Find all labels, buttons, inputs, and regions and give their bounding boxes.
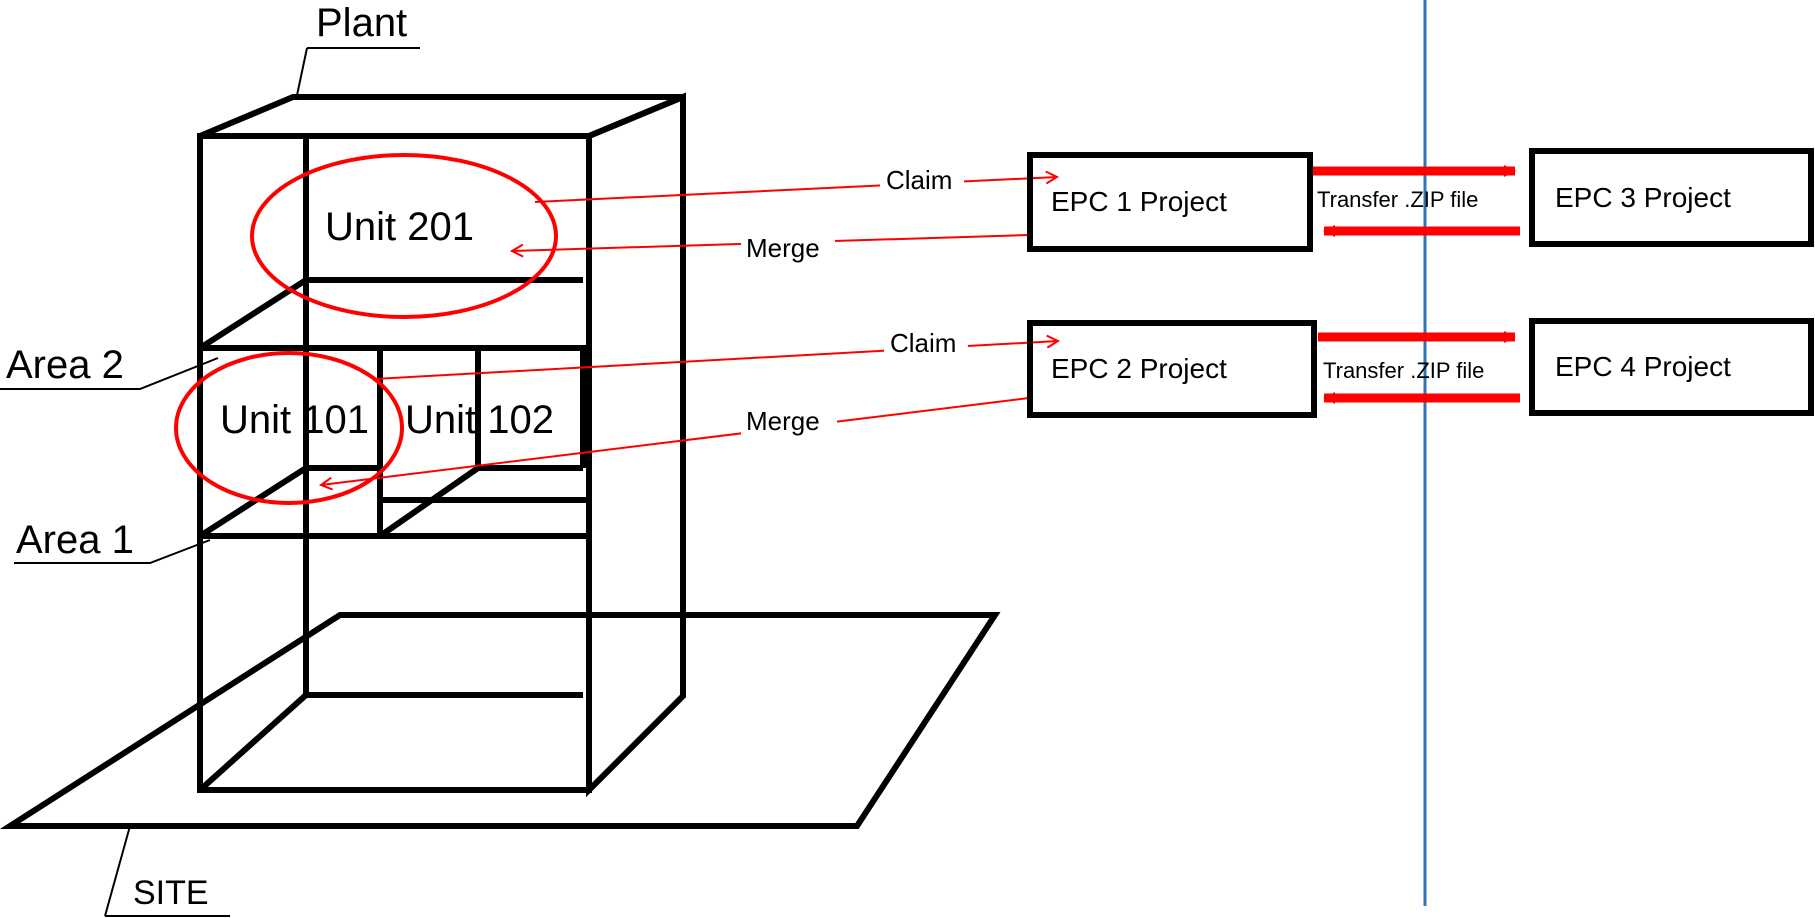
area1-label: Area 1	[16, 518, 134, 562]
epc-1-project-label: EPC 1 Project	[1051, 186, 1227, 217]
merge-label-1: Merge	[746, 233, 820, 263]
epc-2-project-box: EPC 2 Project	[1027, 320, 1317, 418]
claim-label-2: Claim	[890, 328, 956, 358]
unit-101-label: Unit 101	[220, 398, 369, 442]
site-label: SITE	[133, 874, 209, 912]
merge-label-2: Merge	[746, 406, 820, 436]
plant-building	[197, 92, 686, 798]
unit-201-highlight	[250, 153, 558, 319]
area2-label: Area 2	[6, 343, 124, 387]
claim-label-1: Claim	[886, 165, 952, 195]
epc-4-project-box: EPC 4 Project	[1529, 318, 1814, 416]
unit-102-label: Unit 102	[405, 398, 554, 442]
plant-side-face	[586, 92, 686, 798]
epc-2-project-label: EPC 2 Project	[1051, 353, 1227, 384]
epc-3-project-label: EPC 3 Project	[1555, 182, 1731, 213]
claim-arrow-1	[534, 177, 1057, 203]
unit-201-label: Unit 201	[325, 205, 474, 249]
merge-arrow-2	[321, 397, 1030, 485]
epc-3-project-box: EPC 3 Project	[1529, 148, 1814, 247]
transfer-label-2: Transfer .ZIP file	[1323, 358, 1484, 383]
unit-101-highlight	[174, 351, 404, 505]
site-plane	[0, 612, 1001, 829]
transfer-label-1: Transfer .ZIP file	[1317, 187, 1478, 212]
plant-label: Plant	[316, 1, 407, 45]
epc-4-project-label: EPC 4 Project	[1555, 351, 1731, 382]
epc-1-project-box: EPC 1 Project	[1027, 152, 1313, 252]
